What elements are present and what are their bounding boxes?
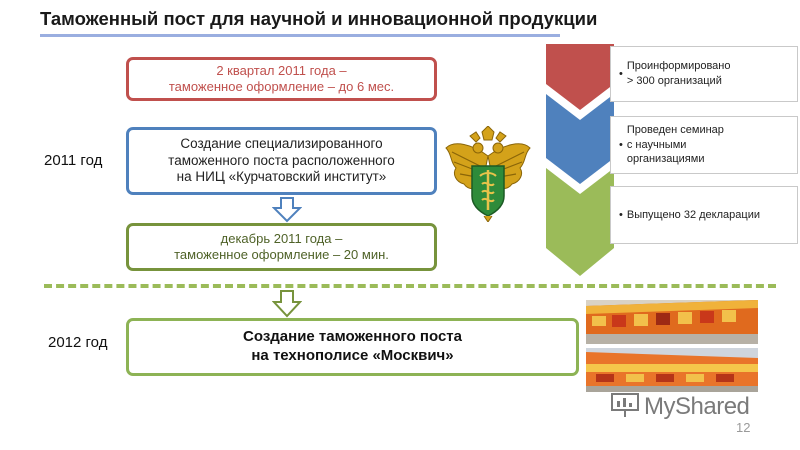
box-text-line: на НИЦ «Курчатовский институт» [176,169,387,185]
slide-title: Таможенный пост для научной и инновацион… [40,8,598,29]
flow-box-dec-2011: декабрь 2011 года – таможенное оформлени… [126,223,437,271]
box-text-line: декабрь 2011 года – [220,230,343,246]
result-item-informed: • Проинформировано > 300 организаций [610,46,798,102]
technopolis-photo-2 [586,348,758,392]
chevron-arrow-icon [546,44,614,110]
box-text-line: на технополисе «Москвич» [251,347,454,364]
flow-box-customs-post: Создание специализированного таможенного… [126,127,437,195]
result-text-line: Проинформировано [626,60,731,73]
result-text-line: с научными [626,138,687,151]
bullet: • [619,208,623,221]
bullet: • [619,67,623,80]
result-item-declarations: • Выпущено 32 декларации [610,186,798,244]
watermark-text: MyShared [644,393,750,420]
box-text-line: 2 квартал 2011 года – [216,62,347,78]
presentation-icon [611,393,639,417]
down-arrow-icon [272,197,302,223]
technopolis-photo-1 [586,300,758,344]
result-text-line: организациями [626,153,705,166]
down-arrow-icon [272,290,302,318]
watermark: MyShared [610,392,750,421]
bullet: • [619,138,623,151]
box-text-line: таможенное оформление – 20 мин. [174,247,389,262]
page-number: 12 [736,420,751,435]
result-item-seminar: • Проведен семинар с научными организаци… [610,116,798,174]
box-text-line: Создание специализированного [180,135,383,151]
flow-box-q2-2011: 2 квартал 2011 года – таможенное оформле… [126,57,437,101]
title-underline [40,34,560,37]
box-text-line: Создание таможенного поста [243,328,462,346]
year-label-2011: 2011 год [44,152,103,169]
year-label-2012: 2012 год [48,334,108,351]
result-text-line: > 300 организаций [626,75,722,87]
box-text-line: таможенное оформление – до 6 мес. [168,79,395,94]
year-divider [44,284,776,288]
chevron-arrow-icon [546,94,614,184]
flow-box-moskvich: Создание таможенного поста на технополис… [126,318,579,376]
chevron-arrow-icon [546,168,614,276]
result-text-line: Проведен семинар [626,123,724,136]
customs-emblem-icon [445,126,531,222]
results-chevron-stack [546,44,614,276]
result-text-line: Выпущено 32 декларации [626,208,760,221]
box-text-line: таможенного поста расположенного [168,152,395,168]
